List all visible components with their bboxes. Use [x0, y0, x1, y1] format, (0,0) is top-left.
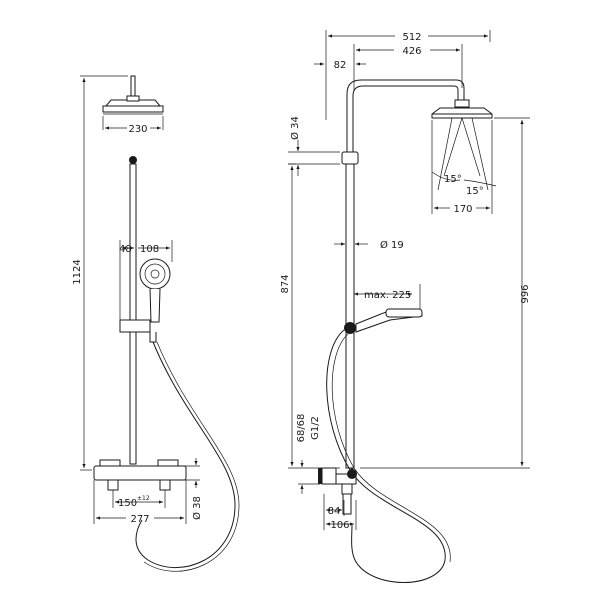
front-ball-joint — [129, 156, 137, 164]
side-dim-arm-length: 426 — [402, 46, 421, 57]
front-dim-total-height: 1124 — [72, 259, 83, 284]
side-dim-angle-right: 15° — [466, 186, 484, 197]
side-dim-arm-reach: 512 — [402, 32, 421, 43]
side-shower-head — [431, 99, 493, 119]
side-dim-head-width: 170 — [453, 204, 472, 215]
side-spray-line — [443, 117, 463, 177]
side-overhead-arm — [346, 79, 465, 164]
side-column — [345, 163, 355, 469]
front-shower-head — [102, 95, 164, 115]
side-angle-arc — [463, 179, 497, 187]
front-handshower — [119, 258, 171, 343]
side-handshower — [344, 308, 423, 334]
side-column-connector — [341, 151, 359, 165]
front-hose — [135, 341, 236, 569]
side-dim-mixer-depth-1: 84 — [328, 506, 341, 517]
front-dim-mixer-width: 277 — [130, 514, 149, 525]
side-mixer-body — [318, 467, 357, 515]
side-dim-angle-left: 15° — [444, 174, 462, 185]
front-dim-handshower-width: 108 — [140, 244, 159, 255]
front-dim-inlet-tolerance: ±12 — [137, 495, 150, 502]
side-dim-pipe-diameter: Ø 34 — [289, 116, 301, 140]
side-dim-wall-offset: 82 — [334, 60, 347, 71]
side-dim-column-height: 874 — [280, 274, 291, 293]
side-dim-slider-reach: max. 225 — [364, 290, 411, 301]
side-spray-line — [471, 117, 489, 191]
side-dim-connection-range: 68/68 — [296, 414, 307, 443]
front-dim-inlet-spacing: 150 — [118, 498, 137, 509]
side-dim-thread: G1/2 — [310, 416, 321, 440]
front-riser-rail — [129, 163, 137, 465]
front-dim-head-width: 230 — [128, 124, 147, 135]
front-thermostat-mixer — [93, 459, 187, 491]
side-spray-line — [461, 117, 481, 177]
side-view: 512 426 82 15° 15° 170 — [280, 30, 531, 583]
side-hose — [326, 329, 446, 583]
side-dim-mixer-depth-2: 106 — [330, 520, 349, 531]
front-view: 230 48 108 — [72, 75, 240, 572]
front-top-connector — [130, 75, 136, 97]
side-spray-line — [437, 117, 453, 191]
side-dim-head-height: 996 — [520, 284, 531, 303]
front-dim-handshower-offset: 48 — [119, 244, 132, 255]
front-dim-bar-diameter: Ø 38 — [191, 496, 203, 520]
side-dim-tube-diameter: Ø 19 — [380, 239, 404, 251]
side-angle-arc — [431, 171, 461, 181]
